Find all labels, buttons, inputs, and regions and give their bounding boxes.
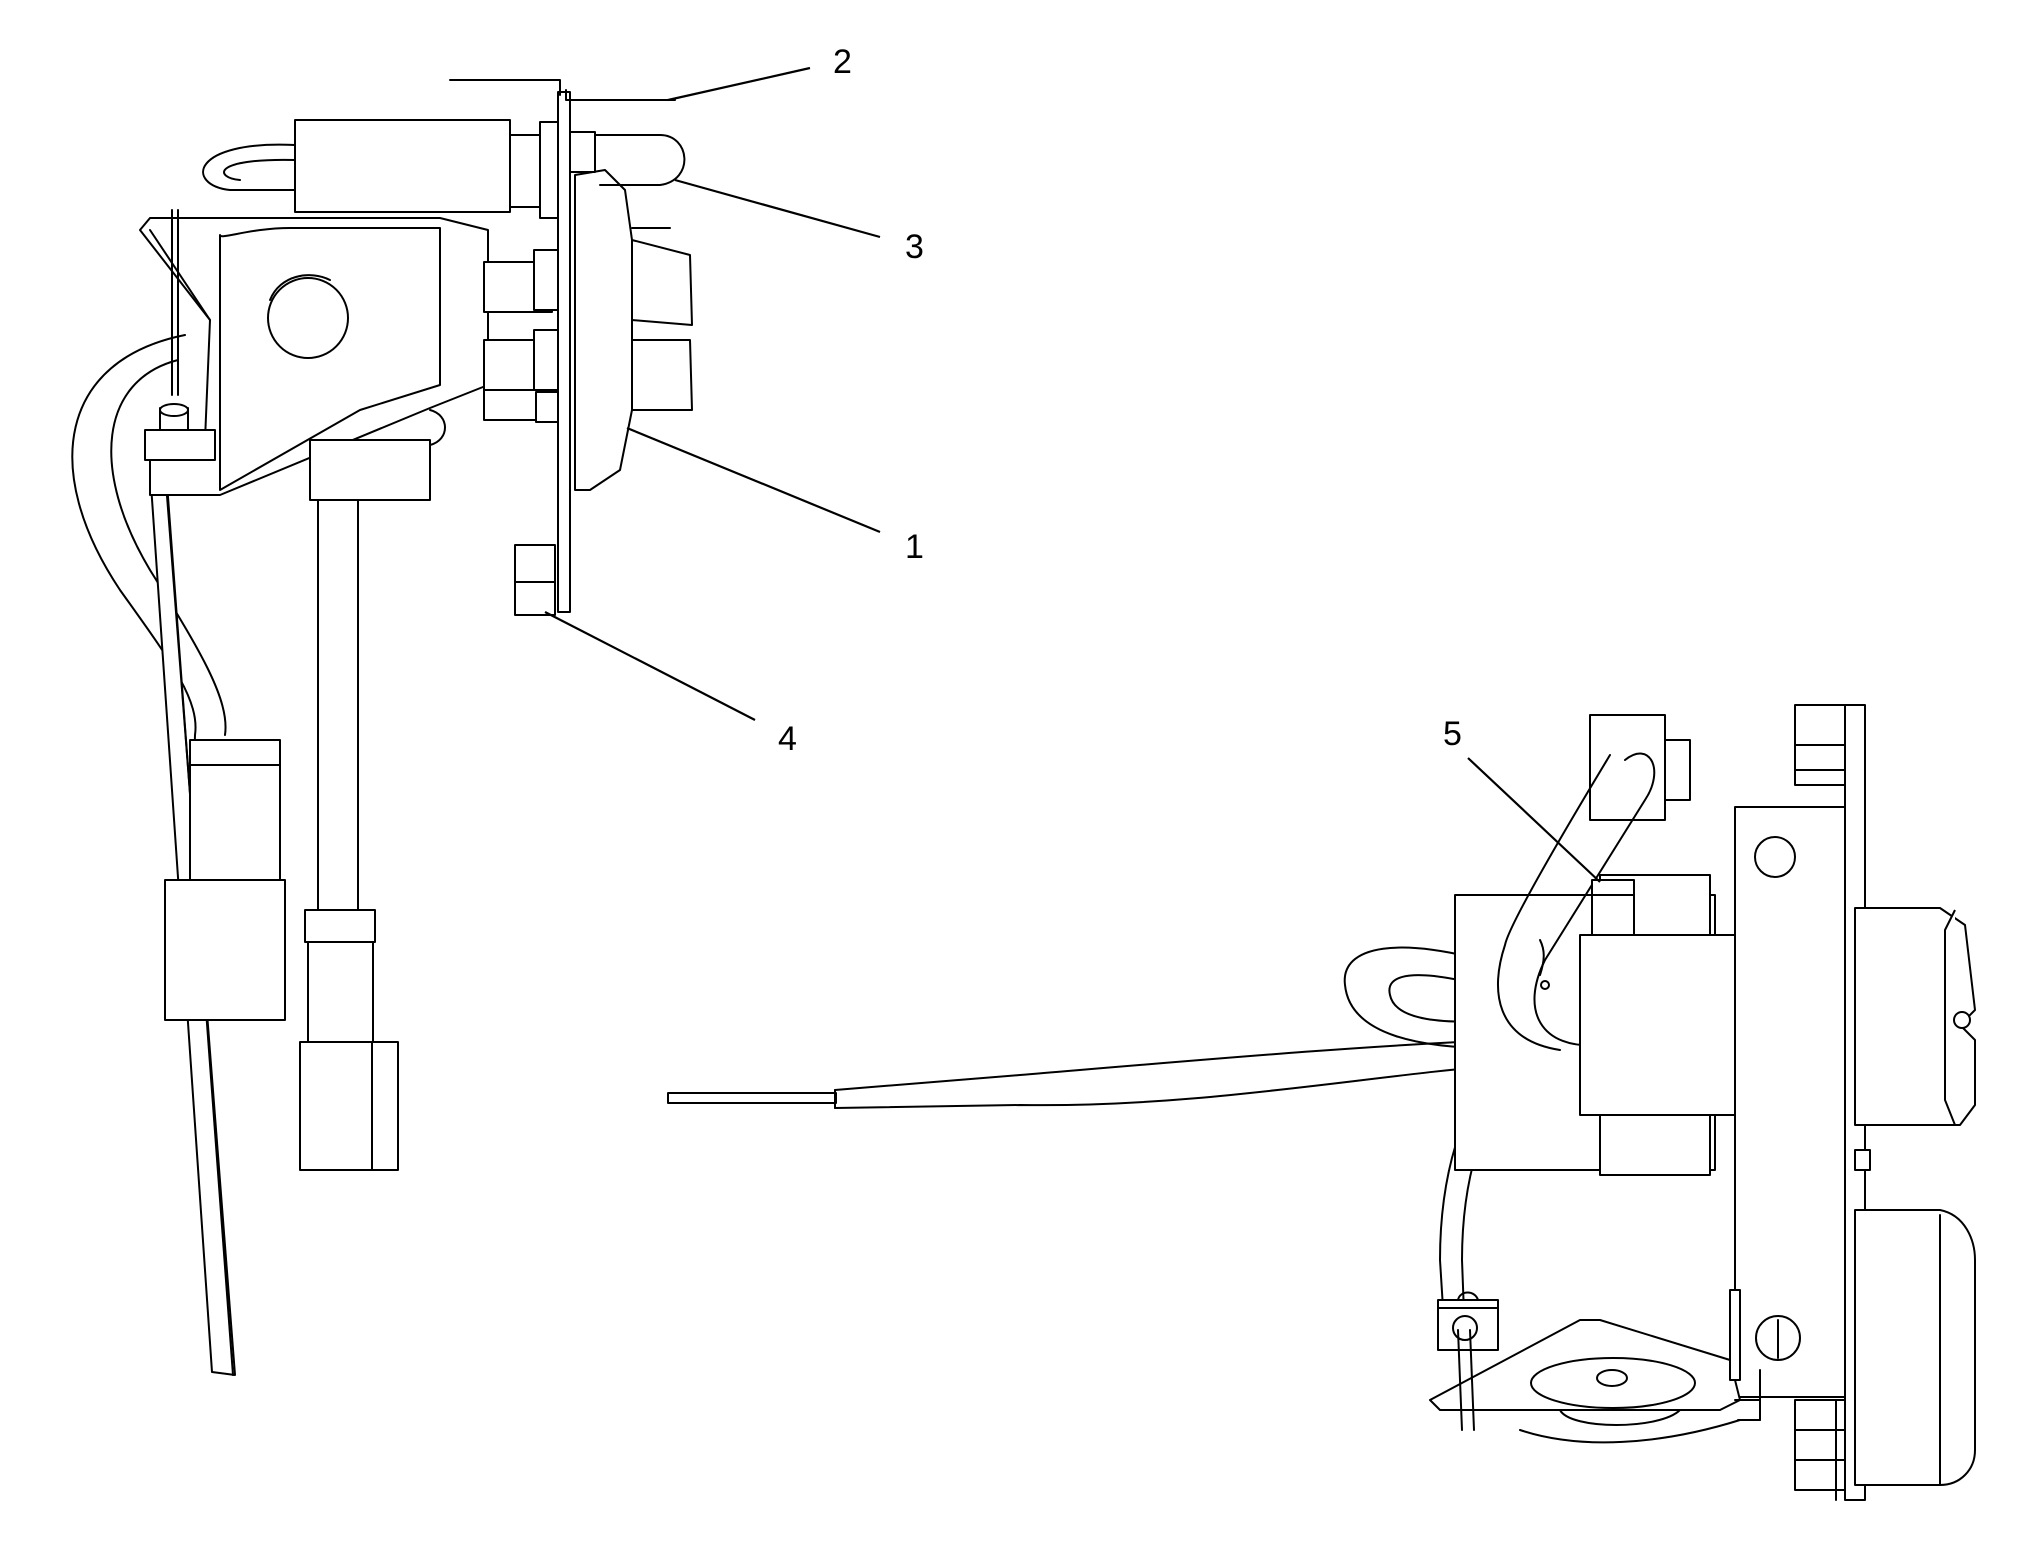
right-harness-loop <box>1343 946 1511 1050</box>
front-panel <box>1734 806 1846 1398</box>
callout-4: 4 <box>544 611 797 758</box>
callout-3: 3 <box>674 178 924 266</box>
right-assembly <box>667 704 1976 1501</box>
bracket-tab <box>514 544 556 616</box>
probe-cable <box>834 1039 1506 1109</box>
panel-plate <box>557 91 571 613</box>
callout-label-3: 3 <box>905 228 924 266</box>
callout-1: 1 <box>626 426 924 566</box>
panel-screw-top <box>1754 836 1796 878</box>
switch-housing <box>574 169 693 491</box>
vertical-tube <box>317 439 359 911</box>
callout-label-4: 4 <box>778 720 797 758</box>
upper-hose <box>1533 752 1656 1047</box>
connector-clamp <box>1579 934 1741 1116</box>
left-assembly <box>71 79 693 1376</box>
callout-label-5: 5 <box>1443 715 1462 753</box>
top-loop-hose <box>202 143 296 191</box>
bracket-hole <box>267 277 349 359</box>
callout-label-1: 1 <box>905 528 924 566</box>
callout-2: 2 <box>667 43 852 102</box>
relay-body <box>294 119 511 213</box>
bottom-connector <box>299 1041 399 1171</box>
callout-label-2: 2 <box>833 43 852 81</box>
left-harness-loop <box>71 334 197 901</box>
callout-5: 5 <box>1443 715 1601 883</box>
rocker-switch-bottom <box>1854 1209 1976 1486</box>
